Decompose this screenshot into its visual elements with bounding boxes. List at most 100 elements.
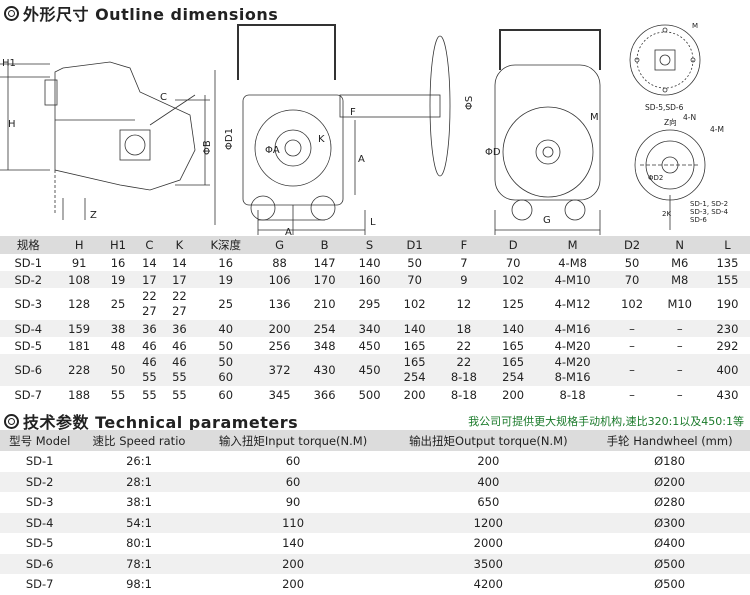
tech-header-cell: 手轮 Handwheel (mm) bbox=[589, 430, 750, 451]
table-cell: 292 bbox=[716, 338, 739, 353]
table-cell: 108 bbox=[56, 271, 102, 288]
table-cell: 25 bbox=[218, 297, 234, 311]
table-cell: 140 bbox=[490, 320, 536, 337]
table-cell: 60 bbox=[198, 471, 388, 492]
table-cell: 50 bbox=[218, 338, 234, 353]
dims-header-cell: 规格 bbox=[0, 236, 57, 254]
dims-header-cell: H bbox=[56, 236, 102, 254]
table-cell: 200 bbox=[282, 577, 305, 592]
table-cell: 256 bbox=[268, 338, 291, 353]
table-cell: Ø400 bbox=[654, 536, 686, 551]
dims-header-cell: L bbox=[704, 236, 750, 254]
table-cell: 200 bbox=[477, 454, 500, 469]
table-cell: 19 bbox=[101, 271, 135, 288]
table-cell: Ø280 bbox=[654, 495, 686, 510]
table-cell: 3500 bbox=[387, 553, 590, 574]
table-cell: 181 bbox=[68, 338, 91, 353]
table-cell: 430 bbox=[302, 354, 348, 386]
table-cell: SD-4 bbox=[0, 512, 80, 533]
table-cell: 165 bbox=[403, 338, 426, 353]
table-cell: SD-2 bbox=[0, 471, 80, 492]
table-cell: Ø500 bbox=[589, 553, 750, 574]
table-cell: 190 bbox=[716, 297, 739, 311]
table-cell: 50 bbox=[407, 255, 422, 270]
label-m: M bbox=[590, 112, 599, 123]
table-cell: 70 bbox=[505, 255, 521, 270]
table-cell: 430 bbox=[716, 387, 739, 402]
table-cell: SD-1 bbox=[25, 454, 54, 469]
table-cell: 4-M20 bbox=[554, 338, 591, 353]
table-cell: 102 bbox=[490, 271, 536, 288]
dims-header-cell: F bbox=[437, 236, 491, 254]
table-cell: 36 bbox=[134, 320, 165, 337]
flange-view-top bbox=[629, 24, 701, 96]
label-4-m: 4-M bbox=[710, 125, 724, 134]
table-cell: – bbox=[629, 387, 635, 402]
table-cell: 40 bbox=[194, 320, 258, 337]
table-cell: 38:1 bbox=[126, 495, 152, 510]
label-z: Z bbox=[90, 210, 97, 221]
technical-title-text: 技术参数 Technical parameters bbox=[23, 413, 299, 432]
table-cell: 102 bbox=[621, 297, 644, 311]
table-cell: 22 bbox=[456, 338, 472, 353]
table-cell: 500 bbox=[358, 387, 381, 402]
table-cell: 8-18 bbox=[559, 387, 586, 402]
table-cell: 170 bbox=[302, 271, 348, 288]
table-cell: 28:1 bbox=[79, 471, 199, 492]
table-cell: – bbox=[654, 354, 705, 386]
table-cell: 36 bbox=[164, 320, 195, 337]
table-cell: 17 bbox=[164, 271, 195, 288]
table-cell: 78:1 bbox=[79, 553, 199, 574]
dims-header-cell: H1 bbox=[101, 236, 135, 254]
table-cell: 4-M10 bbox=[535, 271, 610, 288]
table-cell: 340 bbox=[347, 320, 393, 337]
dims-header-cell: D2 bbox=[609, 236, 655, 254]
table-cell: SD-2 bbox=[0, 271, 57, 288]
table-cell: 16 bbox=[110, 255, 126, 270]
label-sd5-sd6: SD-5,SD-6 bbox=[645, 103, 684, 112]
table-cell: 135 bbox=[716, 255, 739, 270]
table-cell: 9 bbox=[437, 271, 491, 288]
table-cell: 102 bbox=[403, 297, 426, 311]
table-cell: 140 bbox=[282, 536, 305, 551]
table-cell: Ø200 bbox=[589, 471, 750, 492]
outline-dimensions-title: 外形尺寸 Outline dimensions bbox=[4, 1, 278, 25]
label-phi-d2: ΦD2 bbox=[648, 174, 663, 182]
label-z-direction: Z向 bbox=[664, 117, 677, 127]
table-cell: – bbox=[676, 387, 683, 402]
table-cell: SD-4 bbox=[0, 320, 57, 337]
table-cell: 200 bbox=[403, 387, 426, 402]
table-cell: 125 bbox=[502, 297, 525, 311]
table-cell: 110 bbox=[198, 512, 388, 533]
dims-header-cell: D1 bbox=[392, 236, 438, 254]
table-cell: 50 bbox=[101, 354, 135, 386]
table-cell: SD-5 bbox=[25, 536, 54, 551]
table-cell: 55 bbox=[142, 387, 157, 402]
table-cell: 136 bbox=[268, 297, 291, 311]
table-cell: – bbox=[676, 338, 683, 353]
label-phi-b: ΦB bbox=[202, 140, 213, 155]
table-cell: 188 bbox=[68, 387, 91, 402]
table-cell: 70 bbox=[609, 271, 655, 288]
label-a-bottom: A bbox=[285, 227, 292, 235]
table-cell: – bbox=[609, 354, 655, 386]
front-view bbox=[214, 24, 451, 235]
label-phi-d1: ΦD1 bbox=[224, 128, 235, 150]
outline-drawing: H1 H Z ΦB C ΦD1 ΦA F K A A L ΦS ΦD M G bbox=[0, 22, 729, 235]
table-cell: 46 bbox=[142, 338, 157, 353]
circle-bullet-icon bbox=[4, 414, 19, 429]
table-cell: 2000 bbox=[473, 536, 503, 551]
label-2k: 2K bbox=[662, 210, 671, 218]
